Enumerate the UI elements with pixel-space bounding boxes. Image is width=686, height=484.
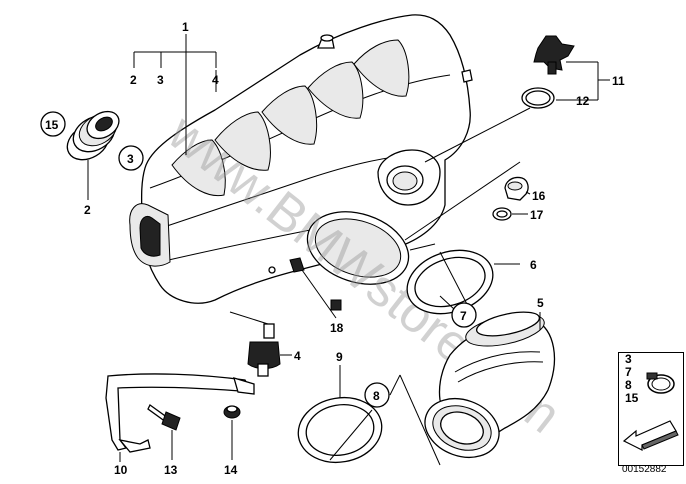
label-2-left: 2	[84, 203, 91, 217]
part-11-filler-cap	[533, 35, 575, 75]
legend-item: 3	[625, 352, 632, 366]
part-4-rubber-mount	[247, 323, 281, 377]
leader-lines	[87, 34, 610, 466]
part-5-intake-elbow	[424, 311, 556, 458]
document-number: 00152882	[622, 464, 667, 475]
part-10-bracket	[105, 373, 255, 453]
part-6-ring	[406, 249, 494, 315]
part-17-seal-ring	[492, 207, 512, 221]
arrow-icon	[622, 420, 679, 451]
label-10: 10	[114, 463, 128, 477]
label-18: 18	[330, 321, 344, 335]
part-14-nut	[223, 405, 241, 419]
label-3-circle: 3	[127, 152, 134, 166]
label-4-top: 4	[212, 73, 219, 87]
label-12: 12	[576, 94, 590, 108]
label-3-top: 3	[157, 73, 164, 87]
legend-item: 7	[625, 365, 632, 379]
part-15-rubber-boot	[66, 110, 120, 161]
label-6: 6	[530, 258, 537, 272]
hose-clamp-icon	[646, 372, 675, 394]
part-16-clip	[504, 176, 529, 201]
legend-item: 8	[625, 378, 632, 392]
label-17: 17	[530, 208, 544, 222]
label-1: 1	[182, 20, 189, 34]
label-16: 16	[532, 189, 546, 203]
label-2-top: 2	[130, 73, 137, 87]
label-7: 7	[460, 309, 467, 323]
part-13-bolt	[147, 404, 181, 431]
label-9: 9	[336, 350, 343, 364]
label-11: 11	[612, 74, 625, 88]
legend-box: 3 7 8 15	[618, 352, 684, 466]
part-18-bolt	[289, 257, 342, 311]
label-13: 13	[164, 463, 178, 477]
legend-item: 15	[625, 391, 639, 405]
label-15: 15	[45, 118, 59, 132]
part-9-ring	[297, 397, 383, 463]
label-5: 5	[537, 296, 544, 310]
label-8: 8	[373, 389, 380, 403]
intake-manifold-housing	[129, 14, 473, 304]
legend-list: 3 7 8 15	[625, 353, 638, 405]
label-4-mount: 4	[294, 349, 301, 363]
part-12-o-ring	[521, 87, 555, 109]
label-14: 14	[224, 463, 238, 477]
circle-markers	[40, 111, 477, 408]
